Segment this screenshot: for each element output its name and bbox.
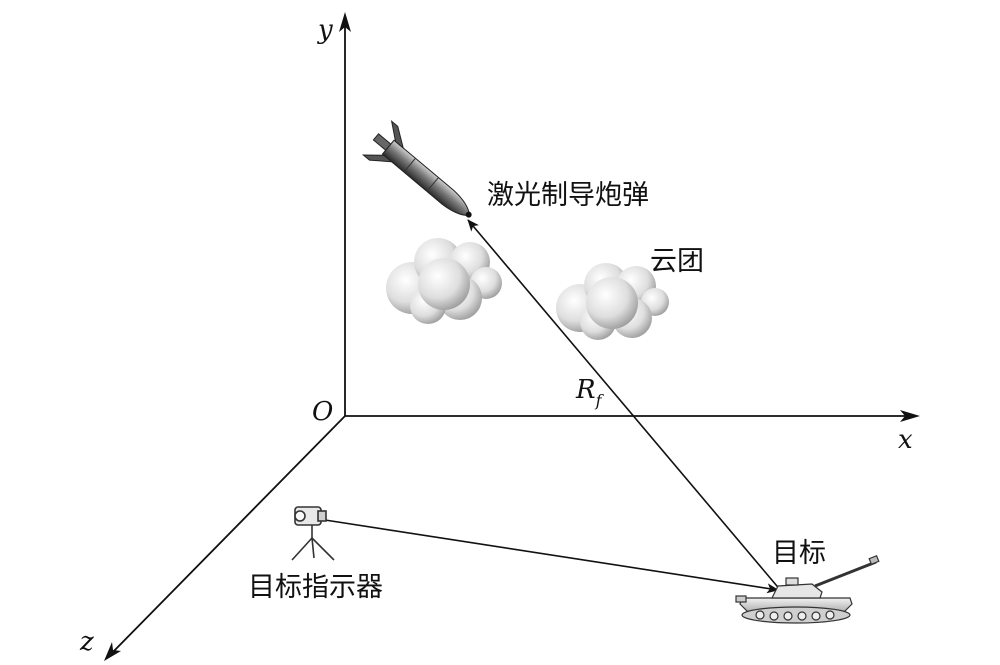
y-axis-arrowhead [339,12,351,32]
origin-label: O [312,397,333,427]
cloud-icon [556,263,669,340]
designator-label: 目标指示器 [248,572,383,603]
laser-guided-shell-icon [361,120,472,218]
z-axis [109,415,346,656]
shell-label: 激光制导炮弹 [487,180,649,211]
x-axis-label: x [898,425,913,455]
target-label: 目标 [772,538,826,569]
tank-icon [735,554,880,624]
range-label: Rf [575,375,605,410]
tripod-designator-icon [291,506,335,561]
cloud-label: 云团 [650,246,704,277]
x-axis-arrowhead [900,410,920,422]
z-axis-arrowhead [104,642,121,661]
cloud-icon [386,238,502,324]
z-axis-label: z [79,627,94,657]
laser-beam-line [324,519,779,594]
range-line [467,219,793,604]
y-axis-label: y [317,15,333,45]
